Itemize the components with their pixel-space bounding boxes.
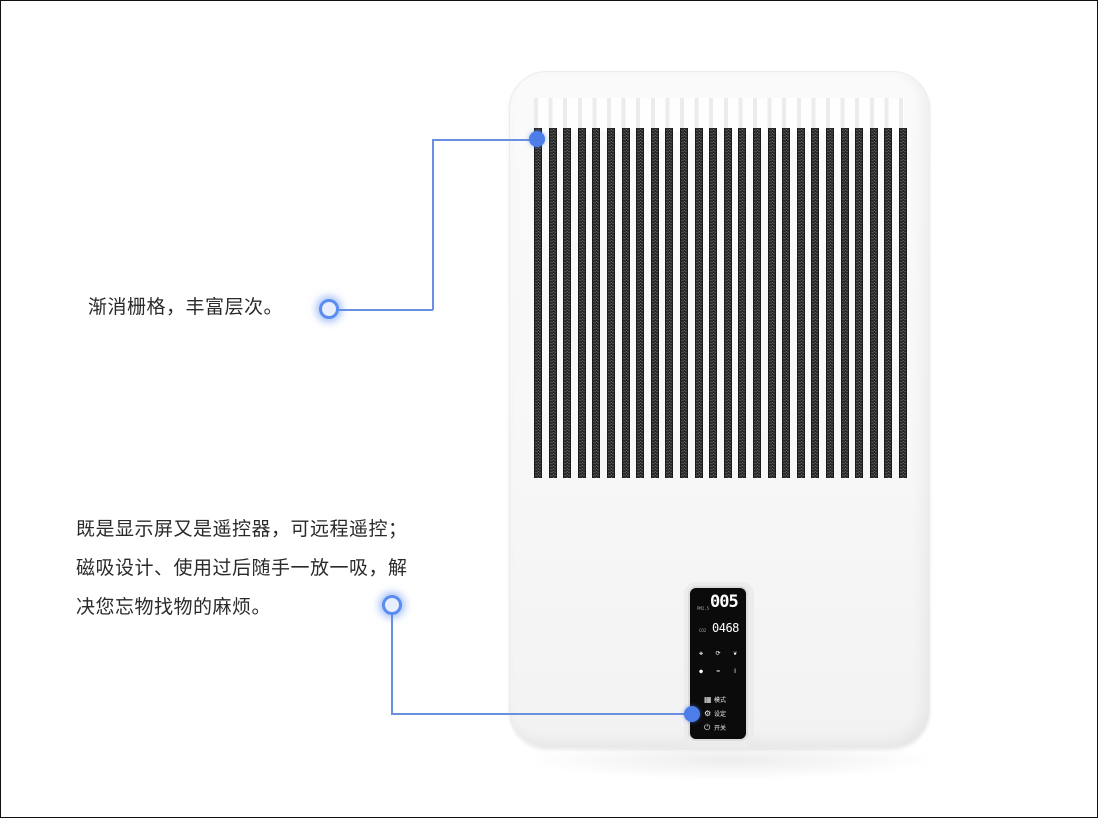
grille-slat	[811, 128, 820, 478]
grille-slat	[855, 128, 864, 478]
grille-slat	[577, 128, 586, 478]
remote-leader-horizontal	[391, 713, 693, 715]
grille-slat	[723, 128, 732, 478]
vent-grille	[534, 128, 907, 478]
grille-slat	[869, 128, 878, 478]
grille-slat	[665, 128, 674, 478]
grille-hotspot[interactable]	[319, 299, 339, 319]
grille-slat	[796, 128, 805, 478]
co2-value: 0468	[712, 621, 739, 635]
sync-icon: ⟳	[715, 650, 721, 657]
mode-button[interactable]: ▦模式	[704, 695, 727, 704]
grid-icon: ▦	[704, 695, 712, 704]
remote-anchor-dot	[684, 706, 700, 722]
grille-slat	[826, 128, 834, 478]
drop-icon: ●	[699, 668, 703, 675]
remote-caption-line-2: 磁吸设计、使用过后随手一放一吸，解	[76, 557, 408, 579]
grille-slat	[884, 128, 893, 478]
grille-anchor-dot	[529, 131, 545, 147]
grille-slat	[592, 128, 601, 478]
grille-slat	[636, 128, 645, 478]
grille-leader-horizontal	[330, 309, 433, 311]
grille-leader-vertical	[432, 139, 434, 310]
remote-caption-line-1: 既是显示屏又是遥控器，可远程遥控；	[76, 518, 408, 540]
grille-slat	[621, 128, 630, 478]
remote-leader-vertical	[391, 605, 393, 715]
grille-slat	[738, 128, 747, 478]
power-icon: ⏻	[704, 723, 711, 732]
grille-slat	[607, 128, 615, 478]
grille-slat	[899, 128, 907, 478]
grille-slat	[782, 128, 791, 478]
grille-slat	[563, 128, 572, 478]
grille-slat	[650, 128, 659, 478]
remote-caption: 既是显示屏又是遥控器，可远程遥控； 磁吸设计、使用过后随手一放一吸，解 决您忘物…	[76, 510, 408, 627]
co2-label: CO2	[699, 628, 707, 633]
grille-slat	[840, 128, 849, 478]
settings-button[interactable]: ⚙设定	[704, 709, 727, 718]
thermometer-icon: ǀ	[733, 668, 737, 675]
grille-slat	[753, 128, 761, 478]
grille-slat	[767, 128, 776, 478]
grille-slat	[694, 128, 703, 478]
grille-slat	[548, 128, 557, 478]
gear-icon: ⚙	[704, 709, 712, 718]
remote-hotspot[interactable]	[382, 595, 402, 615]
grille-slat	[534, 128, 542, 478]
pm-value: 005	[710, 592, 739, 612]
grille-caption: 渐消栅格，丰富层次。	[88, 296, 284, 318]
grille-slat	[680, 128, 688, 478]
grille-slat	[709, 128, 718, 478]
wifi-icon: ≈	[716, 668, 720, 675]
grille-fade-top	[534, 98, 904, 132]
grille-leader-top	[432, 139, 538, 141]
fan-icon: ✤	[699, 650, 703, 657]
leaf-icon: ❦	[733, 650, 737, 657]
remote-caption-line-3: 决您忘物找物的麻烦。	[76, 596, 272, 618]
power-button[interactable]: ⏻开关	[704, 723, 727, 732]
pm-label: PM2.5	[697, 606, 710, 611]
